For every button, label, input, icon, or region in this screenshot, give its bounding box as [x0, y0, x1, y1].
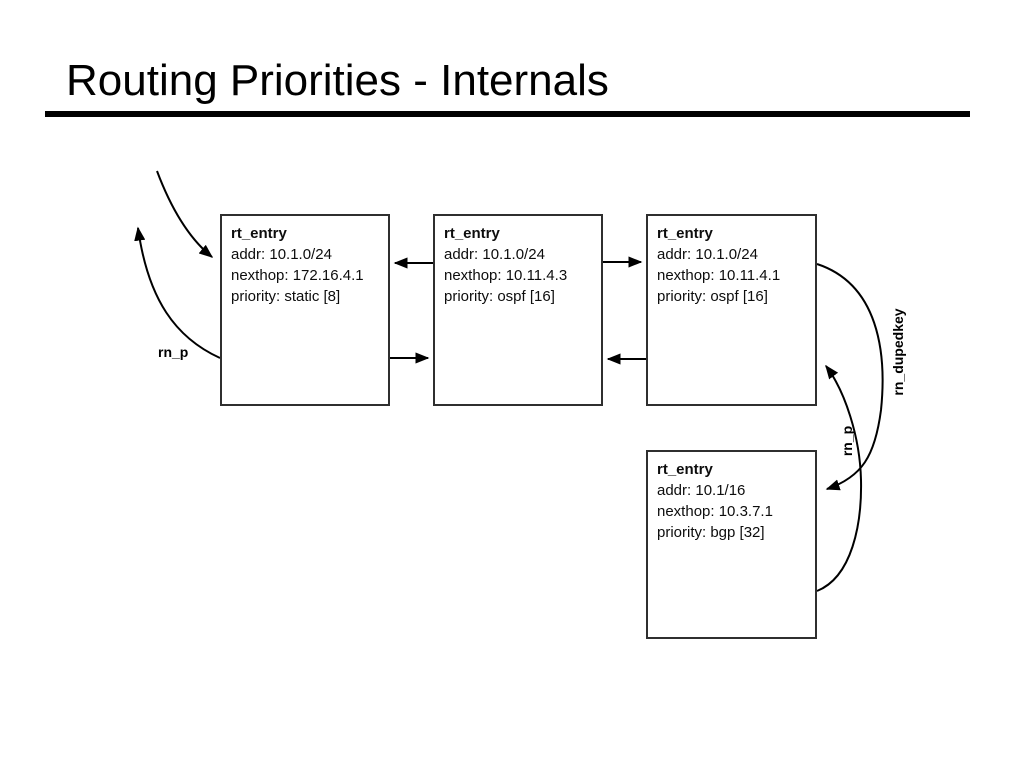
node-rt-entry-4: rt_entry addr: 10.1/16 nexthop: 10.3.7.1… — [646, 450, 817, 639]
node-rt-entry-3: rt_entry addr: 10.1.0/24 nexthop: 10.11.… — [646, 214, 817, 406]
title-underline — [45, 111, 970, 117]
edge-rn-dupedkey — [816, 263, 884, 491]
edge-label-rn-dupedkey: rn_dupedkey — [890, 308, 906, 396]
node-addr: addr: 10.1/16 — [657, 482, 746, 499]
node-priority: priority: ospf [16] — [444, 288, 555, 305]
node-addr: addr: 10.1.0/24 — [444, 246, 545, 263]
node-priority: priority: ospf [16] — [657, 288, 768, 305]
node-nexthop: nexthop: 10.11.4.1 — [657, 267, 781, 284]
node-addr: addr: 10.1.0/24 — [231, 246, 332, 263]
node-rt-entry-1: rt_entry addr: 10.1.0/24 nexthop: 172.16… — [220, 214, 390, 406]
node-title: rt_entry — [444, 225, 500, 242]
edge-rn-p-left — [134, 226, 221, 359]
edge-rn-p-right — [816, 364, 863, 592]
node-title: rt_entry — [231, 225, 287, 242]
node-addr: addr: 10.1.0/24 — [657, 246, 758, 263]
node-nexthop: nexthop: 10.3.7.1 — [657, 503, 773, 520]
page-title: Routing Priorities - Internals — [66, 56, 609, 105]
node-title: rt_entry — [657, 225, 713, 242]
edge-label-rn-p-left: rn_p — [158, 344, 189, 360]
node-title: rt_entry — [657, 461, 713, 478]
edge-label-rn-p-right: rn_p — [839, 425, 855, 457]
node-nexthop: nexthop: 172.16.4.1 — [231, 267, 364, 284]
node-priority: priority: bgp [32] — [657, 524, 765, 541]
node-priority: priority: static [8] — [231, 288, 341, 305]
incoming-pointer-arrow — [156, 170, 214, 258]
node-rt-entry-2: rt_entry addr: 10.1.0/24 nexthop: 10.11.… — [433, 214, 603, 406]
node-nexthop: nexthop: 10.11.4.3 — [444, 267, 568, 284]
